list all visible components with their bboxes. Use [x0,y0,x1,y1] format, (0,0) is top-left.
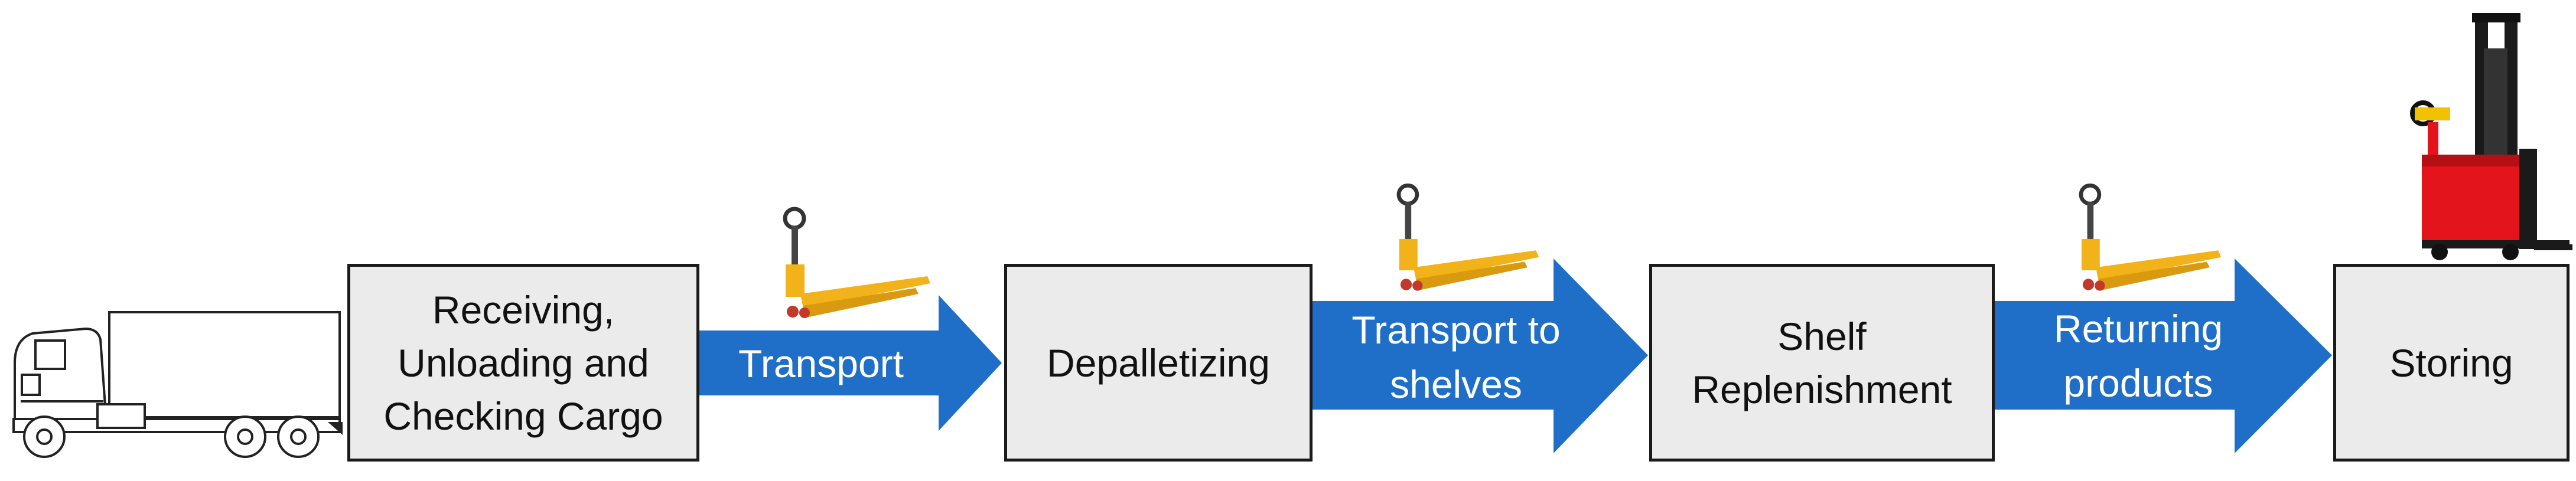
truck-icon [9,304,346,460]
forklift-stacker-icon [2386,13,2572,264]
flow-arrow-transport-to-shelves [1313,254,1650,457]
transition-transport-label: Transport [703,329,939,397]
step-box-receiving: Receiving, Unloading and Checking Cargo [347,264,699,462]
step-receiving-line-3: Checking Cargo [383,394,663,438]
step-box-depalletizing: Depalletizing [1004,264,1313,462]
transition-shelves-line-1: Transport to [1351,308,1561,352]
pallet-jack-icon [768,205,933,320]
pallet-jack-icon [1382,180,1542,295]
flow-arrow-transport [699,289,1004,437]
pallet-jack-icon [2064,180,2224,295]
step-receiving-line-1: Receiving, [432,287,615,332]
transition-returning-line-2: products [2063,361,2213,405]
transition-transport-to-shelves-label: Transport to shelves [1314,301,1598,413]
step-box-storing: Storing [2333,264,2570,462]
step-storing-label: Storing [2389,341,2513,385]
step-shelf-line-1: Shelf [1777,314,1867,358]
step-shelf-line-2: Replenishment [1692,367,1952,411]
transition-returning-line-1: Returning [2053,307,2223,351]
transition-shelves-line-2: shelves [1390,362,1522,406]
transition-returning-products-label: Returning products [1997,300,2280,412]
transition-transport-line-1: Transport [738,341,904,385]
step-depalletizing-label: Depalletizing [1047,341,1270,385]
step-receiving-line-2: Unloading and [398,341,649,385]
flow-arrow-returning-products [1995,254,2334,457]
step-box-shelf-replenishment: Shelf Replenishment [1649,264,1995,462]
